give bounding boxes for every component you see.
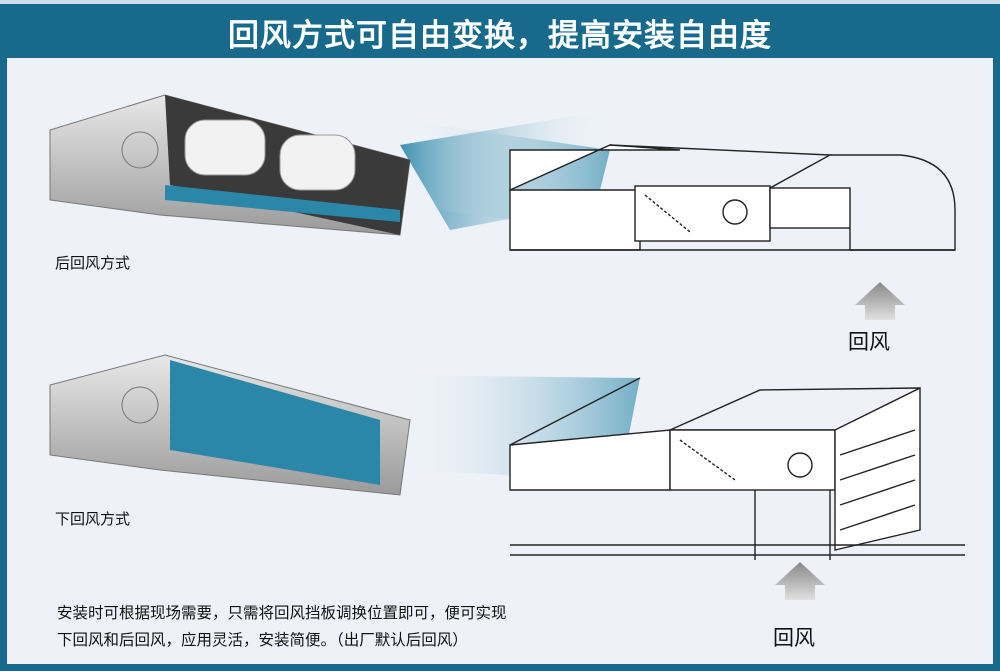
airflow-arrow	[775, 562, 825, 600]
description-note: 安装时可根据现场需要，只需将回风挡板调换位置即可，便可实现 下回风和后回风，应用…	[57, 600, 507, 654]
airflow-arrow	[855, 282, 905, 320]
bottom-return-unit-image	[49, 354, 411, 496]
bottom-return-label: 下回风方式	[55, 510, 131, 528]
illustration	[49, 94, 965, 600]
return-air-label: 回风	[848, 330, 890, 354]
rear-return-label: 后回风方式	[55, 254, 131, 272]
note-line: 下回风和后回风，应用灵活，安装简便。（出厂默认后回风）	[57, 631, 468, 649]
page-title: 回风方式可自由变换，提高安装自由度	[228, 18, 772, 54]
return-air-label: 回风	[773, 626, 815, 650]
bottom-return-diagram	[509, 377, 965, 560]
note-line: 安装时可根据现场需要，只需将回风挡板调换位置即可，便可实现	[57, 604, 507, 622]
header-bar: 回风方式可自由变换，提高安装自由度	[0, 0, 1000, 58]
rear-return-diagram	[509, 144, 956, 251]
